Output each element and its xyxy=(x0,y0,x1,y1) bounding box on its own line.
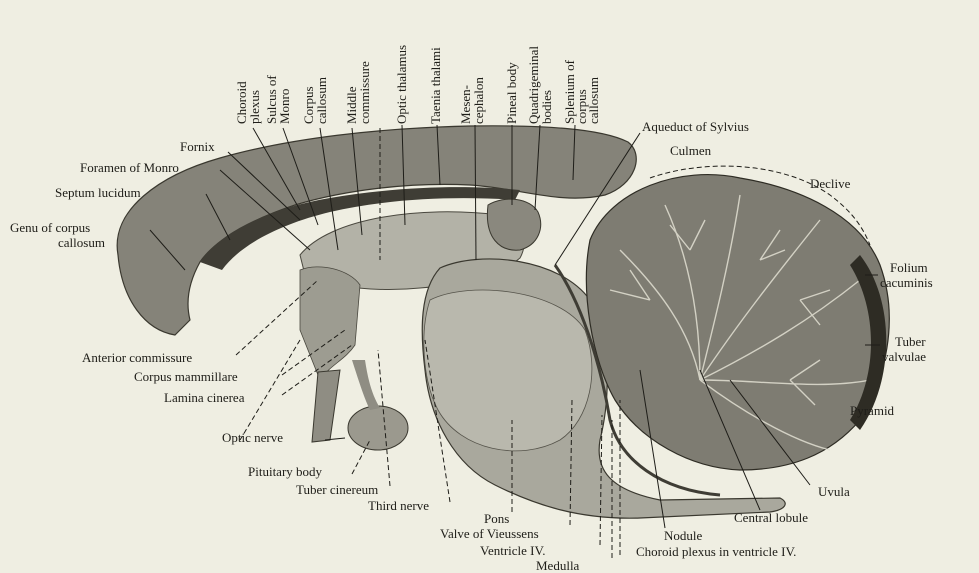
label-middle-commissure: Middle commissure xyxy=(344,61,372,124)
label-valve-of-vieussens: Valve of Vieussens xyxy=(440,526,539,541)
brain-illustration xyxy=(117,126,889,518)
label-pineal-body: Pineal body xyxy=(504,62,519,124)
infundibulum-shape xyxy=(352,360,380,410)
label-declive: Declive xyxy=(810,176,851,191)
label-culmen: Culmen xyxy=(670,143,712,158)
label-choroid-plexus-ventricle-iv: Choroid plexus in ventricle IV. xyxy=(636,544,796,559)
label-aqueduct-of-sylvius: Aqueduct of Sylvius xyxy=(642,119,749,134)
hypothalamus-shape xyxy=(300,267,360,380)
optic-nerve-shape xyxy=(312,370,340,442)
label-splenium: Splenium of corpus callosum xyxy=(562,57,601,124)
label-choroid-plexus: Choroid plexus xyxy=(234,78,262,124)
label-optic-nerve: Optic nerve xyxy=(222,430,283,445)
label-anterior-commissure: Anterior commissure xyxy=(82,350,192,365)
label-tuber-cinereum: Tuber cinereum xyxy=(296,482,378,497)
label-ventricle-iv: Ventricle IV. xyxy=(480,543,545,558)
label-pyramid: Pyramid xyxy=(850,403,895,418)
label-taenia-thalami: Taenia thalami xyxy=(428,47,443,124)
label-corpus-callosum: Corpus callosum xyxy=(301,77,329,124)
label-tuber-valvulae: Tuber valvulae xyxy=(882,334,929,364)
label-lamina-cinerea: Lamina cinerea xyxy=(164,390,245,405)
label-foramen-of-monro: Foramen of Monro xyxy=(80,160,179,175)
label-folium-cacuminis: Folium cacuminis xyxy=(880,260,933,290)
label-corpus-mammillare: Corpus mammillare xyxy=(134,369,238,384)
label-septum-lucidum: Septum lucidum xyxy=(55,185,141,200)
label-quadrigeminal-bodies: Quadrigeminal bodies xyxy=(526,43,554,124)
label-third-nerve: Third nerve xyxy=(368,498,429,513)
label-uvula: Uvula xyxy=(818,484,850,499)
label-pons: Pons xyxy=(484,511,509,526)
label-optic-thalamus: Optic thalamus xyxy=(394,45,409,124)
label-fornix: Fornix xyxy=(180,139,215,154)
label-genu: Genu of corpus callosum xyxy=(10,220,105,250)
label-pituitary-body: Pituitary body xyxy=(248,464,323,479)
label-sulcus-of-monro: Sulcus of Monro xyxy=(264,72,292,124)
label-nodule: Nodule xyxy=(664,528,703,543)
label-central-lobule: Central lobule xyxy=(734,510,808,525)
cerebellum-shape xyxy=(586,175,889,470)
label-mesencephalon: Mesen- cephalon xyxy=(458,77,486,124)
label-medulla: Medulla xyxy=(536,558,580,573)
pituitary-shape xyxy=(348,406,408,450)
